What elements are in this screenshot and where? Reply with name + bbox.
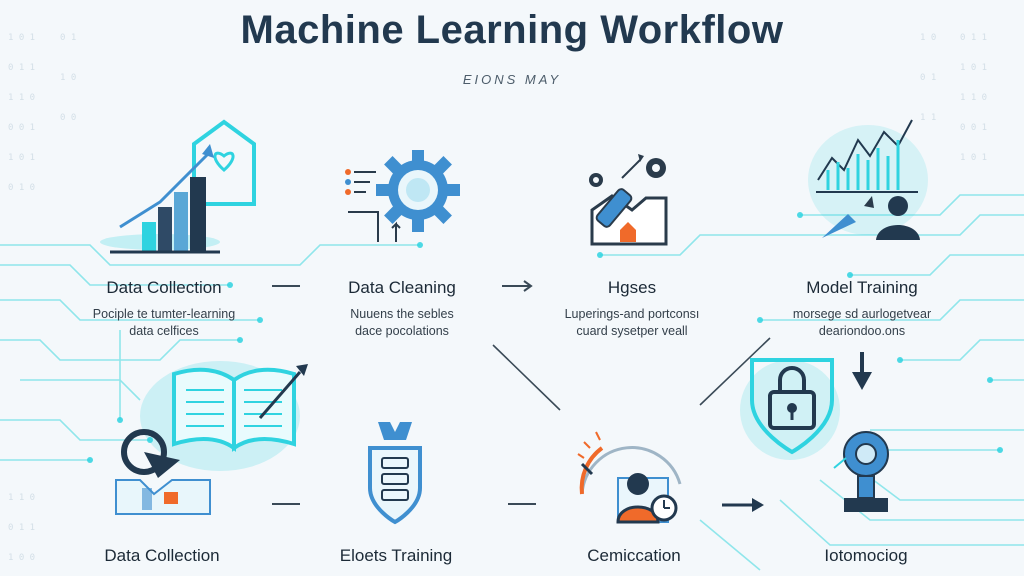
svg-text:1 0 1: 1 0 1 <box>8 153 35 163</box>
node-title-cemiccation: Cemiccation <box>587 546 681 565</box>
robot-arm-lock-icon <box>740 352 889 512</box>
svg-text:1 1 0: 1 1 0 <box>8 493 35 503</box>
connector-dash-3 <box>508 503 536 505</box>
svg-text:1 0 1: 1 0 1 <box>8 33 35 43</box>
node-title-iotomociog: Iotomociog <box>824 546 908 565</box>
node-title-data-collection-2: Data Collection <box>104 546 220 565</box>
open-book-icon <box>115 361 308 515</box>
gear-icon <box>345 150 460 242</box>
analytics-person-icon <box>808 119 928 240</box>
page-title: Machine Learning Workflow <box>240 8 784 52</box>
connector-dash-1 <box>272 285 300 287</box>
svg-text:1 0: 1 0 <box>920 33 936 43</box>
node-title-data-cleaning: Data Cleaning <box>348 278 456 297</box>
node-desc-hgses: Luperings-and portconsı cuard sysetper v… <box>564 307 700 338</box>
svg-text:0 1 1: 0 1 1 <box>960 33 987 43</box>
svg-text:1 0 1: 1 0 1 <box>960 153 987 163</box>
svg-text:0 1: 0 1 <box>920 73 936 83</box>
svg-text:0 1: 0 1 <box>60 33 76 43</box>
shield-badge-icon <box>368 422 422 525</box>
svg-text:1 0 0: 1 0 0 <box>8 553 35 563</box>
svg-text:0 1 1: 0 1 1 <box>8 523 35 533</box>
connector-arrow-2 <box>722 498 764 512</box>
node-title-hgses: Hgses <box>607 278 657 297</box>
svg-text:1 1 0: 1 1 0 <box>960 93 987 103</box>
svg-text:0 0: 0 0 <box>60 113 76 123</box>
tools-icon <box>589 154 668 246</box>
svg-text:1 1: 1 1 <box>920 113 936 123</box>
connector-dash-2 <box>272 503 300 505</box>
node-title-data-collection: Data Collection <box>106 278 222 297</box>
page-subtitle: EIONS MAY <box>462 72 562 87</box>
gauge-person-icon <box>577 431 682 524</box>
svg-text:0 1 0: 0 1 0 <box>8 183 35 193</box>
bar-chart-heart-icon <box>100 119 256 254</box>
svg-text:0 0 1: 0 0 1 <box>8 123 35 133</box>
node-desc-model-training: morsege sd aurlogetvear deariondoo.ons <box>792 307 932 338</box>
svg-text:1 1 0: 1 1 0 <box>8 93 35 103</box>
node-title-eloets-training: Eloets Training <box>339 546 453 565</box>
connector-arrow-1 <box>502 280 533 292</box>
svg-text:1 0 1: 1 0 1 <box>960 63 987 73</box>
node-desc-data-collection: Pociple te tumter-learning data celfices <box>92 307 236 338</box>
node-desc-data-cleaning: Nuuens the sebles dace pocolations <box>350 307 454 338</box>
svg-text:1 0: 1 0 <box>60 73 76 83</box>
svg-text:0 0 1: 0 0 1 <box>960 123 987 133</box>
node-title-model-training: Model Training <box>806 278 918 297</box>
svg-text:0 1 1: 0 1 1 <box>8 63 35 73</box>
